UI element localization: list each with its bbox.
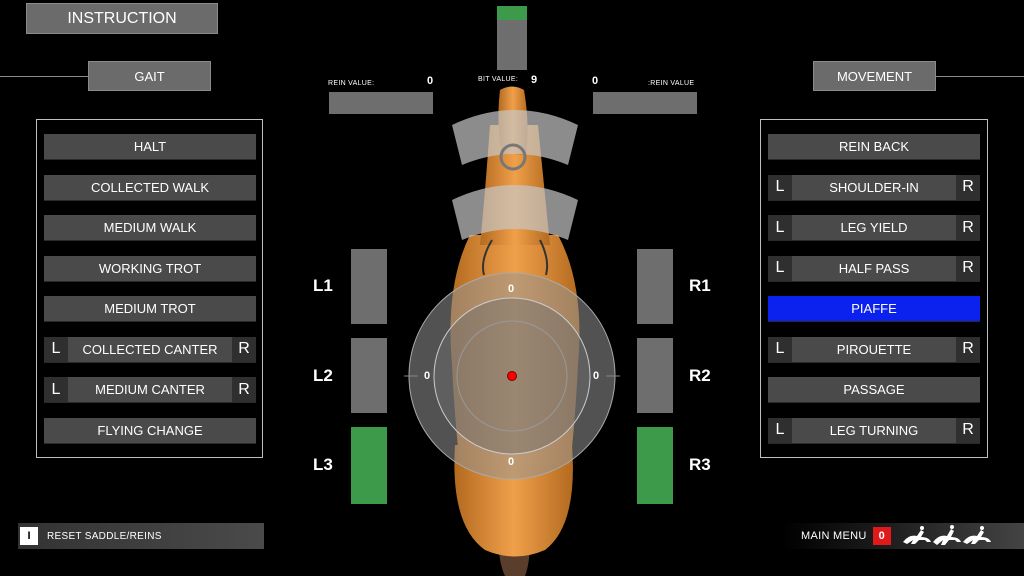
instruction-button[interactable]: INSTRUCTION <box>26 3 218 34</box>
movement-item-label: LEG YIELD <box>840 220 908 235</box>
movement-item-leg-turning[interactable]: LEG TURNING L R <box>768 417 980 444</box>
bit-label: BIT VALUE: <box>478 76 519 83</box>
rein-right-label: :REIN VALUE <box>648 80 695 87</box>
movement-item-leg-yield[interactable]: LEG YIELD L R <box>768 215 980 241</box>
main-menu-button[interactable]: MAIN MENU 0 <box>782 523 1024 549</box>
dial-top-value: 0 <box>508 283 515 295</box>
gait-right-side-button[interactable]: R <box>232 377 256 402</box>
main-menu-label: MAIN MENU <box>801 530 867 542</box>
movement-item-label: LEG TURNING <box>829 422 919 438</box>
dial-right-value: 0 <box>593 370 600 382</box>
movement-item-label: HALF PASS <box>838 260 910 276</box>
movement-item-label: SHOULDER-IN <box>829 179 919 195</box>
bar-r1 <box>637 249 673 324</box>
gait-item-label: WORKING TROT <box>98 260 202 276</box>
horse-riders-logo-icon <box>902 525 991 545</box>
movement-item-label: PIROUETTE <box>836 341 912 357</box>
gait-item-label: COLLECTED WALK <box>91 179 209 195</box>
bar-l3 <box>351 427 387 504</box>
dial-center-dot <box>507 371 517 381</box>
bar-l1 <box>351 249 387 324</box>
bit-gauge-fill <box>497 6 527 20</box>
gait-header: GAIT <box>88 61 211 91</box>
dial-bottom-value: 0 <box>508 456 515 468</box>
movement-item-piaffe[interactable]: PIAFFE <box>768 296 980 322</box>
label-l3: L3 <box>313 455 333 474</box>
movement-left-side-button[interactable]: L <box>768 174 792 200</box>
bit-value: 9 <box>531 74 538 86</box>
movement-left-side-button[interactable]: L <box>768 417 792 443</box>
gait-item-label: FLYING CHANGE <box>97 422 203 438</box>
movement-right-side-button[interactable]: R <box>956 215 980 240</box>
bit-gauge <box>497 6 527 70</box>
movement-left-side-button[interactable]: L <box>768 215 792 240</box>
gait-left-side-button[interactable]: L <box>44 377 68 402</box>
reset-label: RESET SADDLE/REINS <box>47 530 162 542</box>
main-menu-key-badge: 0 <box>872 527 891 545</box>
movement-left-side-button[interactable]: L <box>768 255 792 281</box>
movement-item-shoulder-in[interactable]: SHOULDER-IN L R <box>768 174 980 201</box>
gait-item-collected-canter[interactable]: COLLECTED CANTER L R <box>44 336 256 363</box>
gait-item-medium-walk[interactable]: MEDIUM WALK <box>44 215 256 241</box>
movement-right-side-button[interactable]: R <box>956 174 980 200</box>
movement-item-label: REIN BACK <box>838 139 910 154</box>
movement-item-half-pass[interactable]: HALF PASS L R <box>768 255 980 282</box>
rein-left-value: 0 <box>427 75 434 87</box>
rein-right-bar <box>593 92 697 114</box>
gait-item-label: HALT <box>133 139 167 154</box>
movement-item-passage[interactable]: PASSAGE <box>768 377 980 403</box>
gait-panel: HALT COLLECTED WALK MEDIUM WALK WORKING TRO… <box>36 119 263 458</box>
rein-left-bar <box>329 92 433 114</box>
label-r3: R3 <box>689 455 711 474</box>
bar-l2 <box>351 338 387 413</box>
gait-item-label: MEDIUM CANTER <box>95 382 205 397</box>
gait-item-medium-canter[interactable]: MEDIUM CANTER L R <box>44 377 256 403</box>
label-r1: R1 <box>689 276 711 295</box>
movement-item-pirouette[interactable]: PIROUETTE L R <box>768 336 980 363</box>
movement-item-label: PIAFFE <box>851 301 897 316</box>
label-r2: R2 <box>689 366 711 385</box>
movement-right-side-button[interactable]: R <box>956 255 980 281</box>
reset-saddle-reins-button[interactable]: I RESET SADDLE/REINS <box>18 523 264 549</box>
movement-item-rein-back[interactable]: REIN BACK <box>768 134 980 160</box>
gait-item-working-trot[interactable]: WORKING TROT <box>44 255 256 282</box>
bar-r3 <box>637 427 673 504</box>
dial-left-value: 0 <box>424 370 431 382</box>
gait-item-collected-walk[interactable]: COLLECTED WALK <box>44 174 256 201</box>
movement-header: MOVEMENT <box>813 61 936 91</box>
gait-header-line-left <box>0 76 88 77</box>
label-l2: L2 <box>313 366 333 385</box>
gait-item-medium-trot[interactable]: MEDIUM TROT <box>44 296 256 322</box>
gait-item-halt[interactable]: HALT <box>44 134 256 160</box>
gait-item-label: COLLECTED CANTER <box>82 341 218 357</box>
bar-r2 <box>637 338 673 413</box>
movement-right-side-button[interactable]: R <box>956 336 980 362</box>
gait-right-side-button[interactable]: R <box>232 336 256 362</box>
rein-right-value: 0 <box>592 75 599 87</box>
gait-item-label: MEDIUM WALK <box>103 220 197 235</box>
gait-item-flying-change[interactable]: FLYING CHANGE <box>44 417 256 444</box>
label-l1: L1 <box>313 276 333 295</box>
gait-left-side-button[interactable]: L <box>44 336 68 362</box>
movement-right-side-button[interactable]: R <box>956 417 980 443</box>
reset-key-badge: I <box>20 527 38 545</box>
rein-left-label: REIN VALUE: <box>328 80 375 87</box>
movement-left-side-button[interactable]: L <box>768 336 792 362</box>
gait-item-label: MEDIUM TROT <box>104 301 196 316</box>
movement-item-label: PASSAGE <box>843 382 905 397</box>
movement-header-line-right <box>936 76 1024 77</box>
